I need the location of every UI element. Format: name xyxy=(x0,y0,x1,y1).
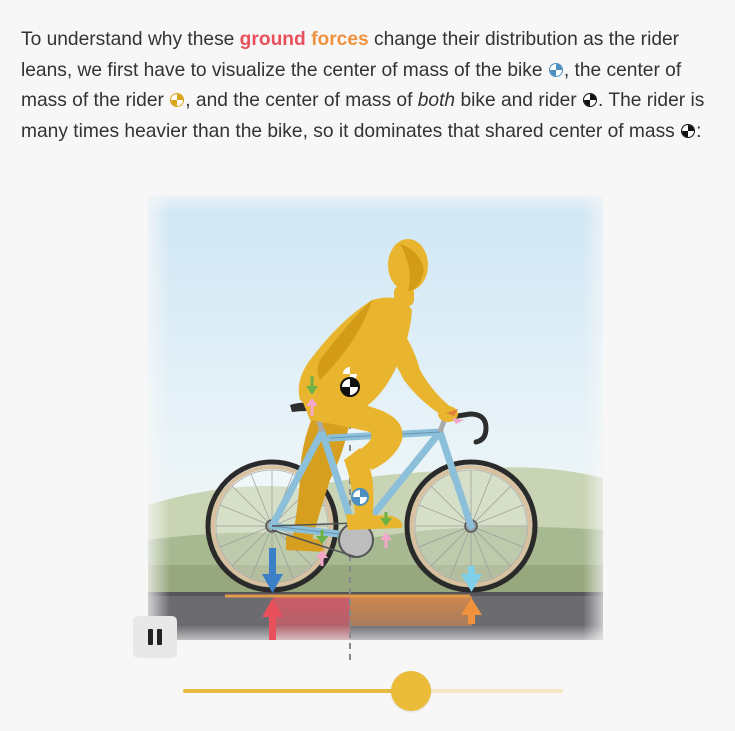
rear-wheel-weight-arrow xyxy=(262,548,283,593)
text-segment: , the center of mass of the rider xyxy=(21,59,682,112)
text-segment: bike and rider xyxy=(455,90,583,112)
pause-icon xyxy=(148,629,153,645)
pause-button[interactable] xyxy=(133,616,177,658)
chain-bottom xyxy=(271,529,357,558)
lean-angle-slider[interactable] xyxy=(183,670,563,711)
grass xyxy=(148,565,603,595)
front-ground-reaction-arrow xyxy=(461,598,482,624)
rider-center-of-mass-icon xyxy=(170,93,185,108)
combined-center-of-mass-icon xyxy=(583,93,598,108)
text-segment: . The rider is many times heavier than t… xyxy=(21,90,705,142)
rider xyxy=(298,239,458,530)
front-pedal-force-arrows xyxy=(380,512,392,548)
bike-scene-illustration xyxy=(140,188,615,662)
combined-center-of-mass-marker xyxy=(340,377,360,397)
fade-right xyxy=(583,190,613,650)
text-segment: : xyxy=(696,120,702,142)
bike-center-of-mass-icon xyxy=(548,62,563,77)
slider-thumb[interactable] xyxy=(391,671,431,711)
ground-highlight: ground xyxy=(239,29,306,51)
fade-top xyxy=(140,188,615,213)
text-segment: , and the center of mass of xyxy=(185,90,418,112)
road-edge xyxy=(148,592,603,596)
fade-left xyxy=(140,190,170,650)
rider-back-foot xyxy=(286,536,324,552)
rear-ground-reaction-arrow xyxy=(262,598,283,640)
pause-icon xyxy=(157,629,162,645)
text-segment: change their distribution as the rider l… xyxy=(21,29,680,81)
front-wheel-weight-arrow xyxy=(461,566,482,592)
explanation-paragraph: To understand why these ground forces ch… xyxy=(21,25,721,147)
text-segment: To understand why these xyxy=(21,29,240,51)
forces-highlight: forces xyxy=(311,29,369,51)
handlebar-force-arrows xyxy=(446,409,464,424)
rear-pedal-force-arrows xyxy=(316,530,328,566)
both-emphasis: both xyxy=(417,90,456,112)
handlebar xyxy=(442,411,489,445)
combined-center-of-mass-icon xyxy=(681,123,696,138)
slider-fill xyxy=(183,689,411,693)
bike-center-of-mass-marker xyxy=(351,488,369,506)
saddle-force-arrows xyxy=(306,376,318,416)
fade-bottom xyxy=(140,625,615,650)
chain-top xyxy=(271,522,357,527)
front-ground-force-field xyxy=(350,596,472,626)
